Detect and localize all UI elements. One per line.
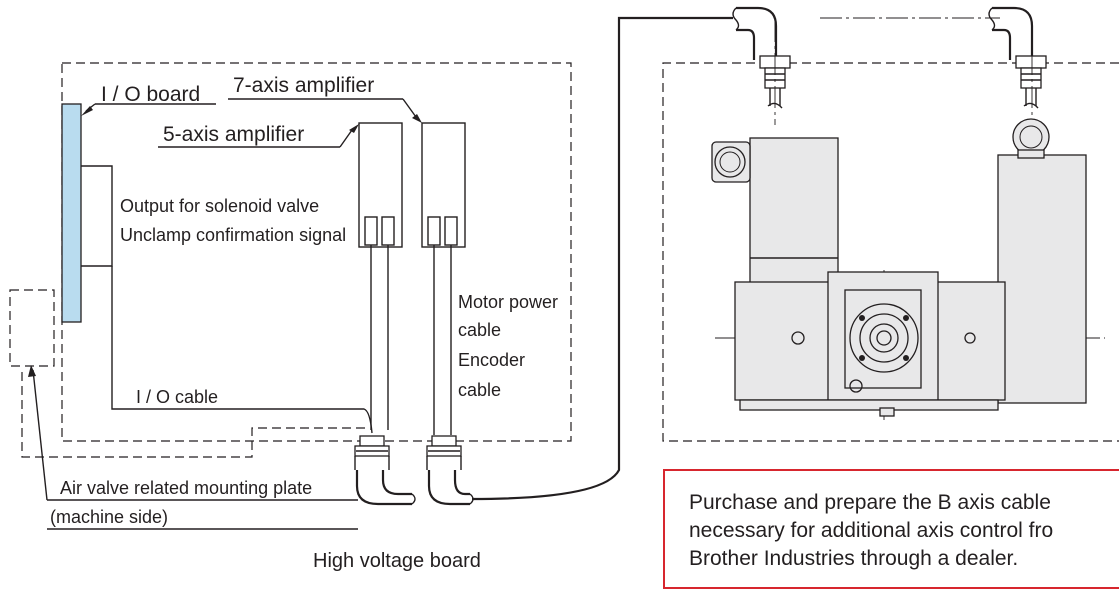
output-label-line1: Output for solenoid valve <box>120 196 319 216</box>
amp5-cable <box>370 245 389 430</box>
amp7-connector-left <box>427 216 441 246</box>
amplifier-5-axis <box>358 122 403 248</box>
io-cable-label: I / O cable <box>136 387 218 407</box>
encoder-label-line1: Encoder <box>458 350 525 370</box>
b-axis-cable <box>471 16 733 501</box>
io-board-leader-arrow <box>81 106 93 116</box>
amp7-cable <box>433 245 452 435</box>
amplifier-7-axis <box>421 122 466 248</box>
air-valve-cable <box>21 372 366 458</box>
output-label-line2: Unclamp confirmation signal <box>120 225 346 245</box>
note-line-2: necessary for additional axis control fr… <box>689 519 1054 542</box>
note-line-3: Brother Industries through a dealer. <box>689 547 1019 570</box>
amp5-leader-arrow <box>349 124 359 133</box>
high-voltage-board-caption: High voltage board <box>313 550 481 572</box>
note-line-1: Purchase and prepare the B axis cable <box>689 491 1051 514</box>
cable-gland-io <box>354 435 416 506</box>
amp5-leader <box>339 129 353 148</box>
amp5-connector-right <box>381 216 395 246</box>
note-box: Purchase and prepare the B axis cable ne… <box>663 469 1119 589</box>
rotary-table-body <box>734 271 1006 417</box>
amp5-label: 5-axis amplifier <box>163 123 304 146</box>
rotary-table-left-motor <box>711 137 839 289</box>
encoder-label-line2: cable <box>458 380 501 400</box>
io-board <box>61 103 82 323</box>
amp7-label: 7-axis amplifier <box>233 74 374 97</box>
io-board-label: I / O board <box>101 83 200 106</box>
amp7-leader-arrow <box>412 114 422 123</box>
rotary-connector-right <box>988 6 1047 109</box>
motor-power-label-line1: Motor power <box>458 292 558 312</box>
rotary-table-area-outline <box>662 62 1119 442</box>
amp7-connector-right <box>444 216 458 246</box>
air-valve-mounting-plate <box>9 289 55 367</box>
air-valve-leader <box>32 369 48 501</box>
cable-gland-motor <box>426 435 474 506</box>
amp5-connector-left <box>364 216 378 246</box>
rotary-table-right-motor <box>997 118 1087 404</box>
air-valve-label-line1: Air valve related mounting plate <box>60 478 312 498</box>
air-valve-label-line2: (machine side) <box>50 507 168 527</box>
motor-power-label-line2: cable <box>458 320 501 340</box>
io-cable <box>111 266 373 434</box>
output-bracket <box>81 165 113 267</box>
rotary-connector-left <box>732 6 791 109</box>
amp7-leader <box>402 98 417 118</box>
air-valve-leader-arrow <box>28 365 36 377</box>
